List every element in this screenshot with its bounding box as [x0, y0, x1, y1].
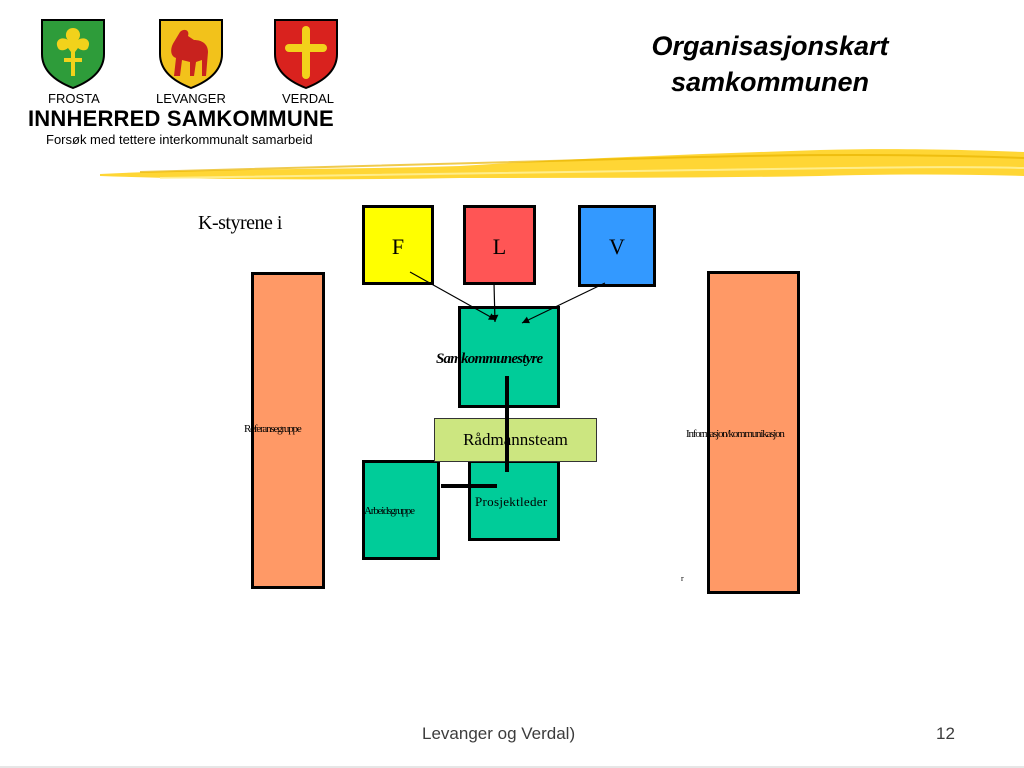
prosjektleder-label: Prosjektleder [475, 494, 548, 509]
muni-verdal: VERDAL [282, 91, 335, 106]
arbeidsgruppe-label: Arbeidsgruppe [364, 505, 415, 517]
title-line-2: samkommunen [670, 67, 870, 97]
box-referansegruppe [251, 272, 325, 589]
frosta-coat-of-arms [41, 19, 105, 90]
verdal-coat-of-arms [274, 19, 338, 90]
page-number: 12 [936, 724, 955, 743]
arrow-verdal [521, 282, 606, 324]
arrow-levanger [491, 282, 499, 323]
referansegruppe-label: Referansegruppe [244, 423, 302, 435]
org-name: INNHERRED SAMKOMMUNE [28, 106, 334, 131]
bottom-rule [0, 766, 1024, 768]
arrow-frosta [409, 271, 497, 321]
muni-frosta: FROSTA [48, 91, 100, 106]
yellow-brush-stroke [100, 149, 1024, 180]
box-levanger: L [463, 205, 536, 285]
footer-text: Levanger og Verdal) [422, 724, 576, 743]
levanger-coat-of-arms [159, 19, 223, 90]
samkommunestyre-label: Samkommunestyre [436, 351, 543, 367]
slide-title: Organisasjonskart samkommunen [570, 28, 970, 100]
informasjon-label: Informasjon/kommunikasjon [686, 428, 785, 440]
box-informasjon [707, 271, 800, 594]
kstyrene-label: K-styrene i [198, 212, 282, 234]
box-arbeidsgruppe [362, 460, 440, 560]
title-line-1: Organisasjonskart [651, 31, 889, 61]
org-tagline: Forsøk med tettere interkommunalt samarb… [46, 132, 313, 147]
box-radmannsteam: Rådmannsteam [434, 418, 597, 462]
box-frosta: F [362, 205, 434, 285]
muni-levanger: LEVANGER [156, 91, 226, 106]
box-verdal: V [578, 205, 656, 287]
